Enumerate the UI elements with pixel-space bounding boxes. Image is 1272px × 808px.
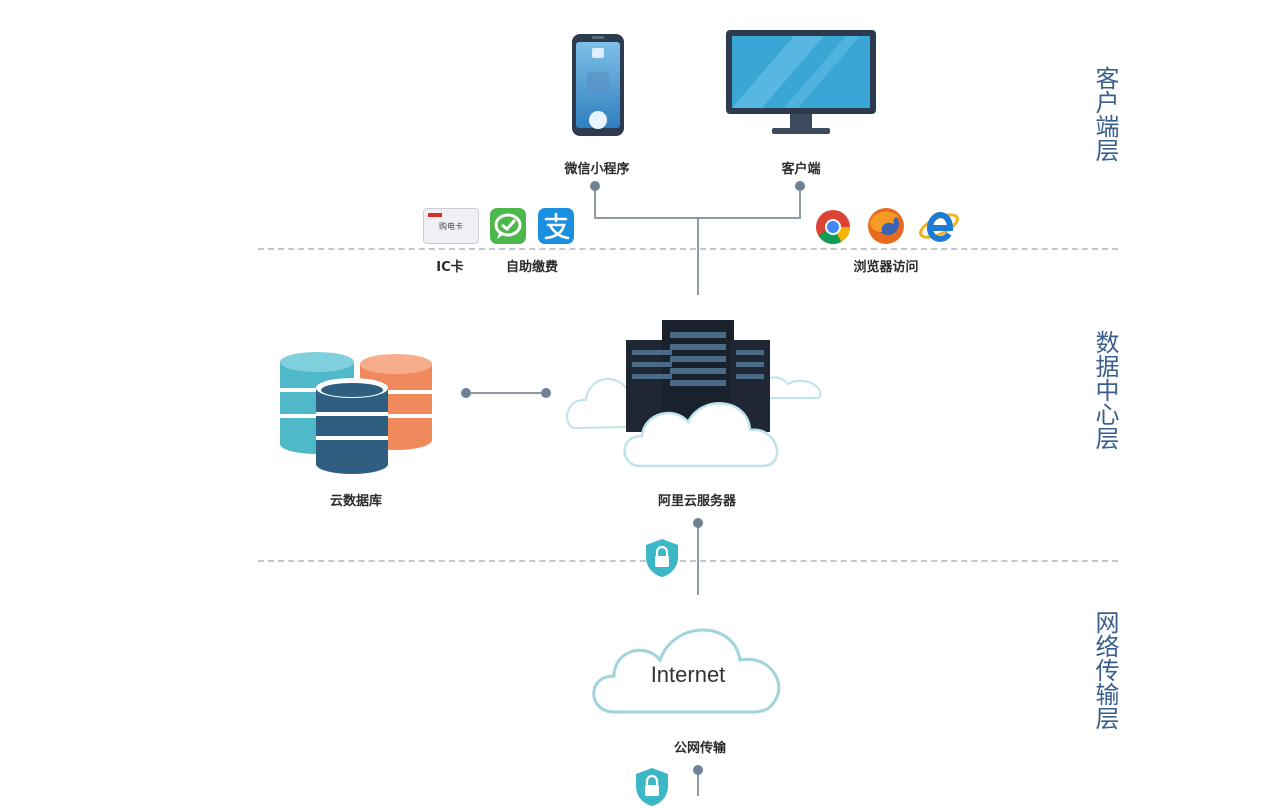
connector-client <box>799 186 801 218</box>
connector-dot <box>590 181 600 191</box>
internet-label: Internet <box>650 662 726 687</box>
node-label-ic-card: IC卡 <box>436 260 464 275</box>
connector-dot <box>795 181 805 191</box>
connector-dot <box>693 765 703 775</box>
node-label-browser-access: 浏览器访问 <box>853 260 919 275</box>
alipay-icon <box>538 208 574 244</box>
node-label-aliyun-server: 阿里云服务器 <box>657 494 737 509</box>
layer-title-datacenter: 数据中心层 <box>1091 330 1119 450</box>
security-shield-icon <box>646 539 678 577</box>
layer-divider-top <box>258 248 1118 250</box>
node-label-client: 客户端 <box>781 162 821 177</box>
connector-db-server <box>466 392 546 394</box>
connector-dot <box>541 388 551 398</box>
layer-title-client: 客户端层 <box>1091 66 1119 162</box>
security-shield-icon <box>636 768 668 806</box>
phone-icon <box>572 34 624 136</box>
monitor-icon <box>726 30 876 134</box>
cloud-server-icon <box>566 320 822 468</box>
chrome-icon <box>816 210 850 244</box>
connector-to-server <box>697 217 699 295</box>
connector-wechat <box>594 186 596 218</box>
layer-divider-bottom <box>258 560 1118 562</box>
ie-icon <box>919 211 959 243</box>
wechat-pay-icon <box>490 208 526 244</box>
node-label-public-transport: 公网传输 <box>673 741 727 756</box>
connector-internet-down <box>697 770 699 796</box>
database-icon <box>280 352 432 474</box>
connector-dot <box>693 518 703 528</box>
internet-cloud-icon <box>592 628 781 714</box>
connector-dot <box>461 388 471 398</box>
node-label-self-payment: 自助缴费 <box>505 260 559 275</box>
node-label-cloud-database: 云数据库 <box>329 494 383 509</box>
node-label-wechat-mini: 微信小程序 <box>564 162 630 177</box>
connector-server-internet <box>697 523 699 595</box>
ic-card-icon: 购电卡 <box>423 208 479 244</box>
layer-title-network: 网络传输层 <box>1091 610 1119 730</box>
firefox-icon <box>868 208 904 244</box>
